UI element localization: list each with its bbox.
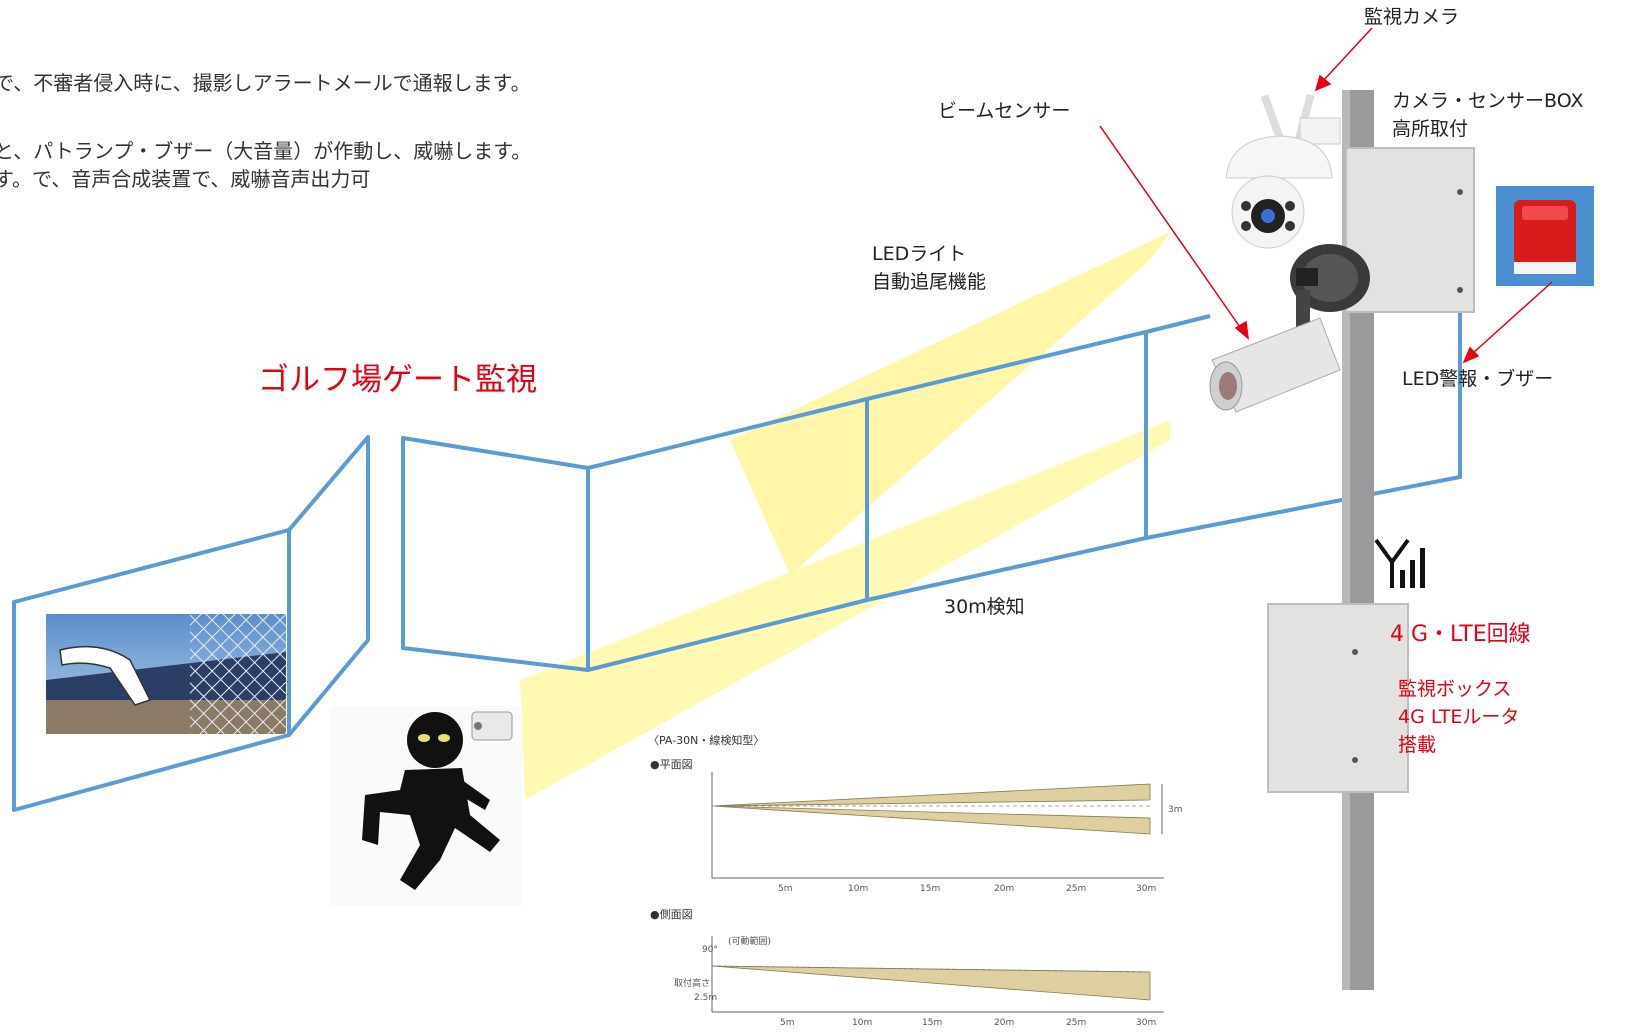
side-tick-10: 10m <box>852 1018 872 1028</box>
side-tick-5: 5m <box>780 1018 795 1028</box>
fence-top-ext <box>1145 314 1211 334</box>
side-tick-20: 20m <box>994 1018 1014 1028</box>
led-alarm-buzzer <box>1496 186 1594 286</box>
label-monitor-2: 4G LTEルータ <box>1398 706 1520 728</box>
beam-sensor-ray <box>520 420 1170 800</box>
intro-line-1: で、不審者侵入時に、撮影しアラートメールで通報します。 <box>0 71 531 95</box>
label-network: 4 G・LTE回線 <box>1390 622 1531 647</box>
plan-tick-20: 20m <box>994 884 1014 894</box>
fence-outline <box>12 310 1462 812</box>
spec-height-note: 2.5m <box>694 993 717 1003</box>
label-detect: 30m検知 <box>944 596 1025 618</box>
spec-width-note: 3m <box>1168 805 1183 815</box>
signal-antenna-icon <box>1374 538 1425 588</box>
intruder-figure <box>330 706 522 906</box>
plan-tick-10: 10m <box>848 884 868 894</box>
spec-mount-note: 取付高さ <box>674 977 710 989</box>
beam-sensor <box>1209 290 1341 413</box>
label-alarm: LED警報・ブザー <box>1402 368 1554 390</box>
label-monitor-1: 監視ボックス <box>1398 678 1512 700</box>
side-tick-25: 25m <box>1066 1018 1086 1028</box>
fence-panel-2 <box>287 435 370 737</box>
label-box-2: 高所取付 <box>1392 118 1469 140</box>
spec-model: 〈PA-30N・線検知型〉 <box>648 733 764 747</box>
side-tick-15: 15m <box>922 1018 942 1028</box>
cutter-glove-icon <box>59 645 152 706</box>
spec-side-view: ●側面図 <box>650 908 693 921</box>
spec-range-note: (可動範囲) <box>728 935 771 947</box>
plan-tick-15: 15m <box>920 884 940 894</box>
label-box-1: カメラ・センサーBOX <box>1392 90 1584 112</box>
plan-tick-30: 30m <box>1136 884 1156 894</box>
pointer-arrows <box>1099 27 1553 364</box>
monitoring-box <box>1267 603 1409 793</box>
label-beam-sensor: ビームセンサー <box>938 100 1071 122</box>
label-led-1: LEDライト <box>872 243 967 265</box>
label-monitor-3: 搭載 <box>1398 734 1437 756</box>
page-title: ゴルフ場ゲート監視 <box>258 362 537 398</box>
spec-diagram: 〈PA-30N・線検知型〉 ●平面図 3m 5m 10m 15m 20m 25m… <box>648 733 1183 1028</box>
plan-tick-5: 5m <box>778 884 793 894</box>
intro-line-3: す。で、音声合成装置で、威嚇音声出力可 <box>0 167 371 191</box>
fence-panel-3 <box>401 436 590 672</box>
led-light-beam <box>730 232 1170 575</box>
spec-angle-note: 90° <box>702 945 718 955</box>
plan-tick-25: 25m <box>1066 884 1086 894</box>
fence-right-end <box>1145 310 1462 540</box>
label-led-2: 自動追尾機能 <box>872 271 987 293</box>
spec-plan-view: ●平面図 <box>650 758 693 771</box>
side-tick-30: 30m <box>1136 1018 1156 1028</box>
intro-line-2: と、パトランプ・ブザー（大音量）が作動し、威嚇します。 <box>0 139 532 163</box>
ptz-camera <box>1225 93 1341 249</box>
solar-fence-photo <box>46 614 286 734</box>
label-camera: 監視カメラ <box>1364 6 1460 28</box>
